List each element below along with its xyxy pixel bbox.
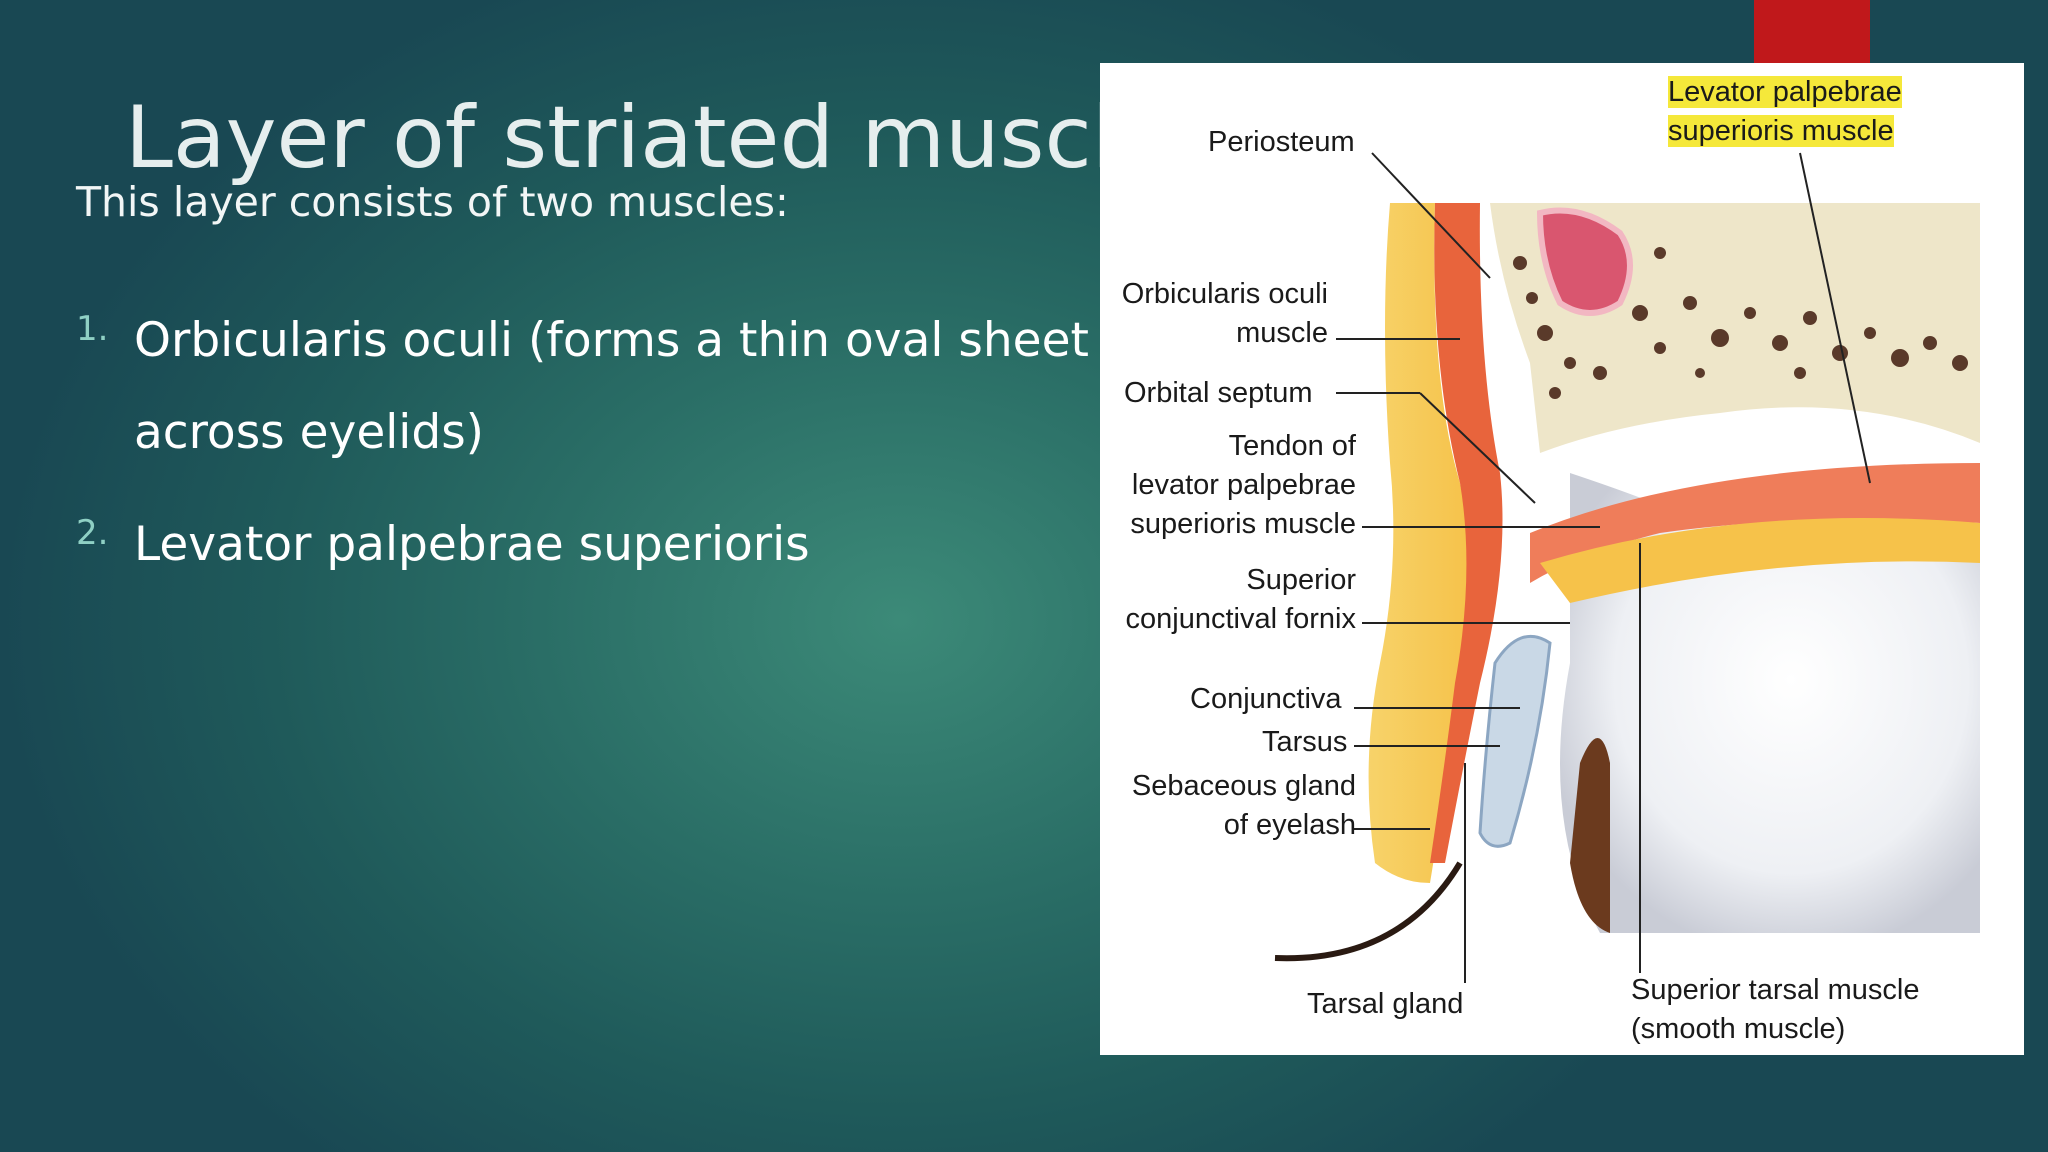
list-number: 1. xyxy=(76,309,109,349)
tarsus-plate xyxy=(1478,634,1552,848)
eyelash xyxy=(1274,861,1463,962)
label-superior-tarsal-muscle: Superior tarsal muscle (smooth muscle) xyxy=(1631,971,1920,1049)
eyelid-skin xyxy=(1368,203,1470,883)
label-tendon-line3: superioris muscle xyxy=(1130,508,1356,540)
label-orbital-septum: Orbital septum xyxy=(1124,377,1313,409)
orbital-fat-band xyxy=(1540,518,1980,603)
list-item-text: Levator palpebrae superioris xyxy=(134,517,810,572)
leader-lines xyxy=(1336,152,1871,983)
frontal-sinus xyxy=(1536,207,1633,316)
list-item-text: Orbicularis oculi (forms a thin oval she… xyxy=(134,313,1089,460)
orbicularis-band xyxy=(1430,203,1503,863)
label-tarsus: Tarsus xyxy=(1262,726,1348,758)
label-levator-line2: superioris muscle xyxy=(1668,115,1894,147)
label-tendon-line2: levator palpebrae xyxy=(1131,469,1356,501)
label-tendon-line1: Tendon of xyxy=(1228,430,1356,462)
label-superior-conjunctival-fornix: Superior conjunctival fornix xyxy=(1126,561,1357,639)
eyelid-cross-section-illustration xyxy=(1274,152,1980,983)
label-orbicularis-line2: muscle xyxy=(1236,317,1328,349)
bone-trabeculae xyxy=(1513,247,1968,399)
list-item: 1. Orbicularis oculi (forms a thin oval … xyxy=(76,295,1089,479)
iris-shape xyxy=(1570,738,1610,933)
eyelid-anatomy-figure: Periosteum Levator palpebrae superioris … xyxy=(1100,63,2024,1055)
label-orbicularis-oculi: Orbicularis oculi muscle xyxy=(1122,275,1328,353)
label-fornix-line1: Superior xyxy=(1246,564,1356,596)
accent-bar xyxy=(1754,0,1870,64)
intro-text: This layer consists of two muscles: xyxy=(76,178,789,226)
label-levator-palpebrae-superioris: Levator palpebrae superioris muscle xyxy=(1668,73,1902,151)
list-number: 2. xyxy=(76,513,109,553)
label-superior-tarsal-line1: Superior tarsal muscle xyxy=(1631,974,1920,1006)
label-sebaceous-line2: of eyelash xyxy=(1223,809,1356,841)
list-item: 2. Levator palpebrae superioris xyxy=(76,499,1076,591)
label-orbicularis-line1: Orbicularis oculi xyxy=(1121,278,1328,310)
label-levator-line1: Levator palpebrae xyxy=(1668,76,1902,108)
label-periosteum: Periosteum xyxy=(1208,126,1355,158)
label-superior-tarsal-line2: (smooth muscle) xyxy=(1631,1013,1846,1045)
label-tarsal-gland: Tarsal gland xyxy=(1307,988,1464,1020)
label-sebaceous-gland: Sebaceous gland of eyelash xyxy=(1132,767,1356,845)
label-conjunctiva: Conjunctiva xyxy=(1190,683,1342,715)
label-sebaceous-line1: Sebaceous gland xyxy=(1131,770,1356,802)
eyeball-shape xyxy=(1560,473,1980,933)
label-fornix-line2: conjunctival fornix xyxy=(1125,603,1357,635)
slide-title: Layer of striated muscles xyxy=(125,88,1214,188)
label-tendon-of-levator: Tendon of levator palpebrae superioris m… xyxy=(1130,427,1356,544)
muscle-list: 1. Orbicularis oculi (forms a thin oval … xyxy=(76,295,1089,611)
